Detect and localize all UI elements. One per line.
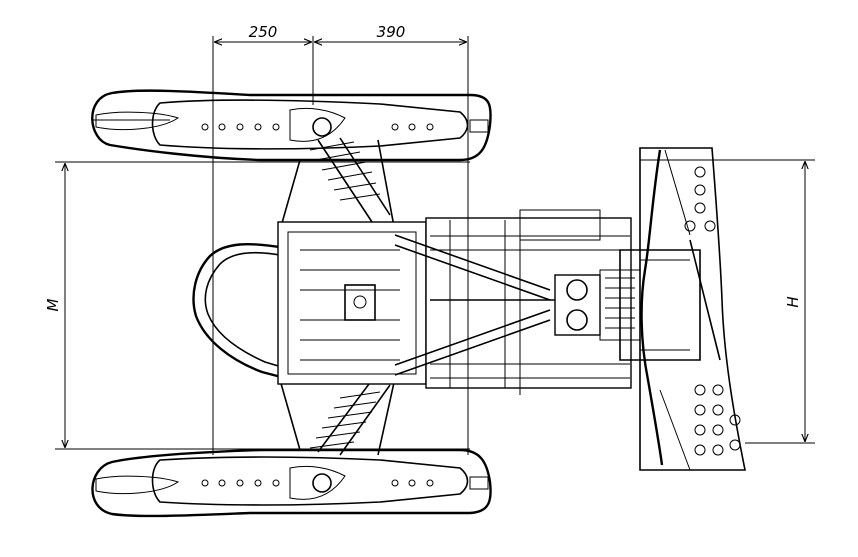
dimension-label-250: 250 <box>249 23 278 41</box>
dimension-label-390: 390 <box>377 23 406 41</box>
dimension-label-m: M <box>44 298 62 311</box>
left-ski-top <box>91 89 492 162</box>
right-ski-bottom <box>91 448 492 518</box>
front-suspension <box>279 137 396 456</box>
dimension-lines <box>55 36 815 455</box>
dimension-label-h: H <box>784 296 802 307</box>
front-bumper <box>192 242 286 380</box>
ski-bolts-bottom <box>201 479 434 487</box>
ski-bolts-top <box>201 123 434 131</box>
chassis <box>277 149 721 466</box>
track-holes <box>684 166 741 456</box>
rear-track <box>639 147 746 471</box>
